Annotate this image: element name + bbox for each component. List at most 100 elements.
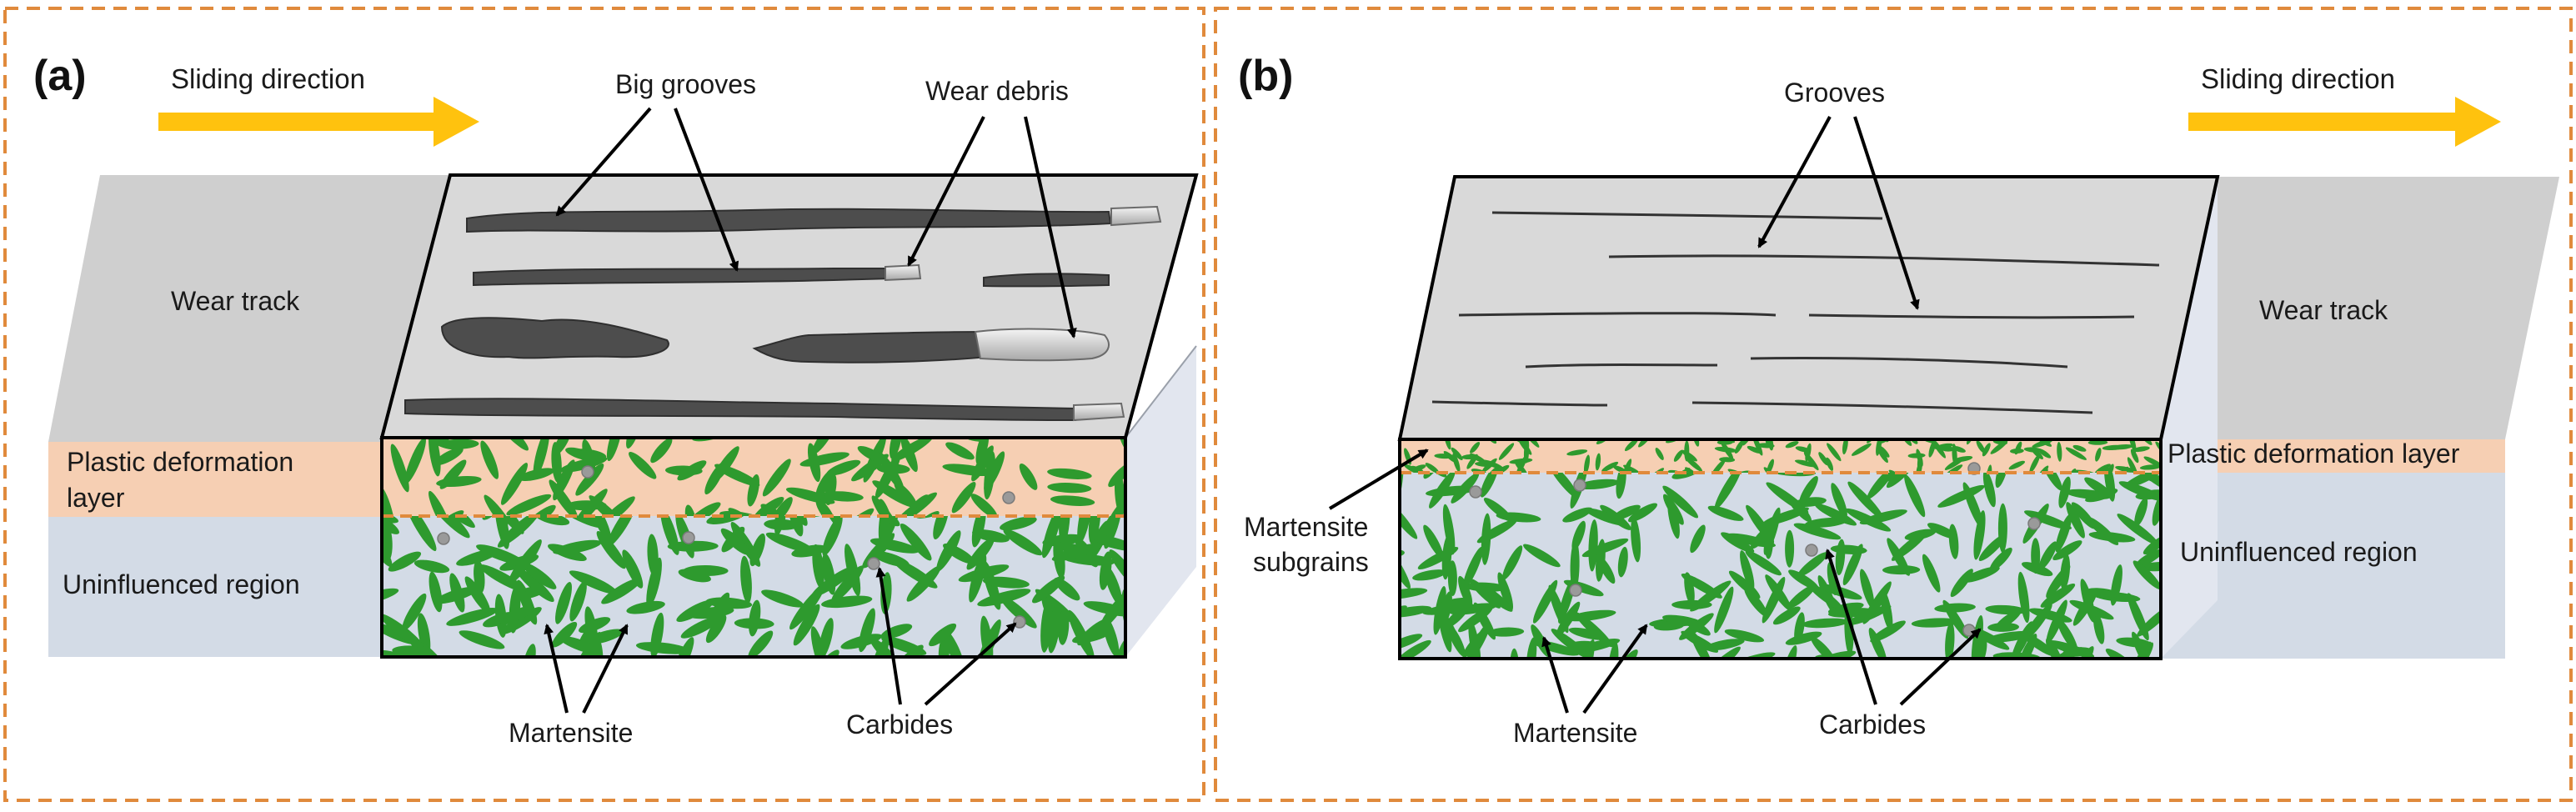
martensite-label-b: Martensite: [1513, 718, 1637, 748]
martensite-grain: [1673, 449, 1683, 462]
martensite-grain: [406, 516, 437, 552]
sliding-direction-label-a: Sliding direction: [171, 63, 365, 94]
martensite-grains-uninfluenced-b: [1400, 473, 2160, 675]
martensite-grain: [1787, 584, 1817, 609]
martensite-grain: [1724, 629, 1765, 643]
martensite-grain: [705, 614, 727, 644]
martensite-grain: [2029, 454, 2040, 473]
martensite-grain: [1714, 446, 1737, 453]
martensite-grain: [1922, 554, 1941, 593]
big-grooves-a: [404, 208, 1112, 422]
martensite-grain: [2127, 593, 2149, 641]
martensite-grain: [1799, 475, 1818, 505]
martensite-grain: [895, 492, 937, 516]
martensite-grain: [1962, 566, 2000, 583]
carbide-particle: [1569, 584, 1582, 597]
wear-track-band-b: [2161, 177, 2559, 439]
martensite-grain: [891, 439, 934, 462]
martensite-grain: [573, 489, 608, 516]
martensite-grain: [2152, 493, 2160, 526]
martensite-grain: [1466, 658, 1500, 675]
martensite-grain: [812, 544, 824, 589]
martensite-grain: [1710, 459, 1726, 473]
martensite-grain: [1531, 624, 1550, 658]
martensite-grain: [1794, 459, 1818, 468]
martensite-grain: [1692, 439, 1700, 447]
martensite-grain: [1781, 645, 1797, 659]
martensite-grain: [1882, 565, 1921, 575]
martensite-grain: [2116, 637, 2153, 648]
martensite-grain: [2072, 589, 2098, 626]
martensite-grain: [1690, 524, 1706, 554]
martensite-grain: [762, 459, 791, 497]
plastic-band-a: [48, 442, 383, 517]
martensite-grain: [1851, 443, 1872, 456]
martensite-grain: [1627, 503, 1658, 523]
martensite-grain: [1842, 544, 1863, 586]
carbide-particle: [867, 557, 880, 570]
martensite-grain: [1944, 464, 1963, 473]
martensite-grain: [1047, 468, 1092, 479]
martensite-grain: [1400, 546, 1411, 589]
martensite-grain: [606, 439, 622, 462]
martensite-grain: [2105, 649, 2137, 659]
carbide-particle: [2027, 517, 2041, 530]
martensite-grain: [388, 551, 422, 572]
martensite-grain: [390, 444, 409, 493]
martensite-grain: [1740, 550, 1755, 591]
martensite-grains-uninfluenced-a: [382, 516, 1125, 655]
martensite-grain: [382, 516, 398, 524]
martensite-grain: [1597, 556, 1616, 584]
martensite-grain: [1412, 464, 1426, 472]
martensite-grain: [1976, 440, 1986, 454]
martensite-grain: [889, 439, 902, 459]
martensite-grain: [977, 619, 1001, 655]
martensite-grain: [840, 634, 883, 649]
martensite-grain: [1995, 473, 2009, 489]
martensite-grain: [1997, 503, 2007, 554]
martensite-grain: [951, 482, 976, 514]
martensite-grain: [966, 537, 995, 570]
martensite-grain: [1797, 552, 1828, 577]
martensite-grain: [459, 630, 505, 649]
panel-b-frame: [1214, 7, 2573, 802]
martensite-grain: [1704, 646, 1741, 659]
martensite-grain: [1556, 601, 1581, 638]
martensite-grain: [2115, 466, 2136, 473]
martensite-grain: [2107, 464, 2114, 473]
martensite-grain: [1088, 516, 1101, 544]
panel-a-frame: [3, 7, 1205, 802]
panel-a-letter: (a): [33, 52, 87, 100]
martensite-grain: [1442, 504, 1456, 555]
martensite-grain: [2031, 447, 2043, 459]
martensite-grain: [607, 516, 637, 547]
martensite-grain: [1928, 439, 1936, 458]
martensite-grain: [2072, 646, 2094, 659]
martensite-grain: [480, 440, 499, 479]
martensite-grain: [878, 516, 892, 544]
martensite-grain: [1667, 498, 1680, 539]
martensite-subgrains-label-1: Martensite: [1244, 512, 1368, 542]
martensite-grain: [1987, 622, 2019, 632]
martensite-grain: [1845, 508, 1892, 532]
martensite-grain: [1880, 473, 1907, 484]
martensite-grain: [522, 644, 536, 655]
martensite-grain: [446, 607, 499, 626]
martensite-grain: [1003, 529, 1043, 556]
martensite-grain: [2093, 612, 2105, 644]
martensite-grain: [1461, 454, 1479, 460]
martensite-grain: [1423, 524, 1444, 559]
martensite-grain: [413, 559, 450, 574]
martensite-grain: [626, 600, 665, 614]
martensite-grain: [2066, 502, 2085, 539]
martensite-grain: [688, 606, 734, 619]
martensite-grain: [826, 459, 861, 476]
martensite-grain: [945, 442, 975, 460]
carbide-particle: [1469, 485, 1482, 499]
martensite-grain: [876, 464, 910, 474]
martensite-grain: [730, 521, 761, 567]
martensite-grain: [771, 497, 793, 516]
martensite-grain: [1576, 479, 1620, 490]
martensite-grain: [2017, 571, 2030, 624]
